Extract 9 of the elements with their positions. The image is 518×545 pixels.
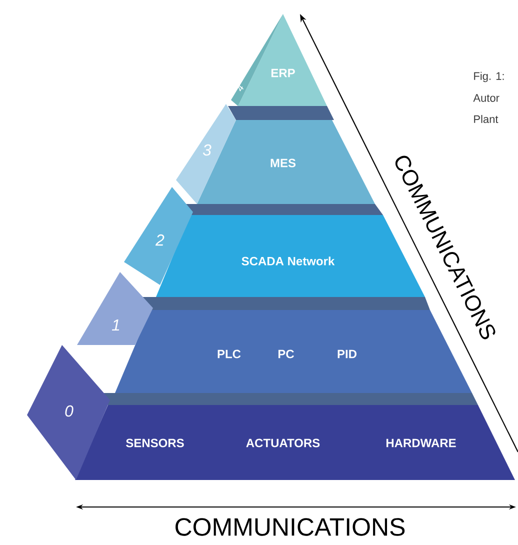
- level-face: 2: [124, 187, 193, 285]
- figure-caption: Plant: [474, 114, 498, 124]
- figure-caption: Fig. 1:: [474, 72, 504, 82]
- level-face: 3: [176, 104, 236, 204]
- axis-label: COMMUNICATIONS: [176, 518, 405, 536]
- figure-caption: Autor: [473, 94, 500, 102]
- level-face: 0: [27, 345, 110, 480]
- pyramid-tier: SENSORS ACTUATORS HARDWARE: [75, 393, 515, 480]
- level-face: 1: [77, 272, 153, 345]
